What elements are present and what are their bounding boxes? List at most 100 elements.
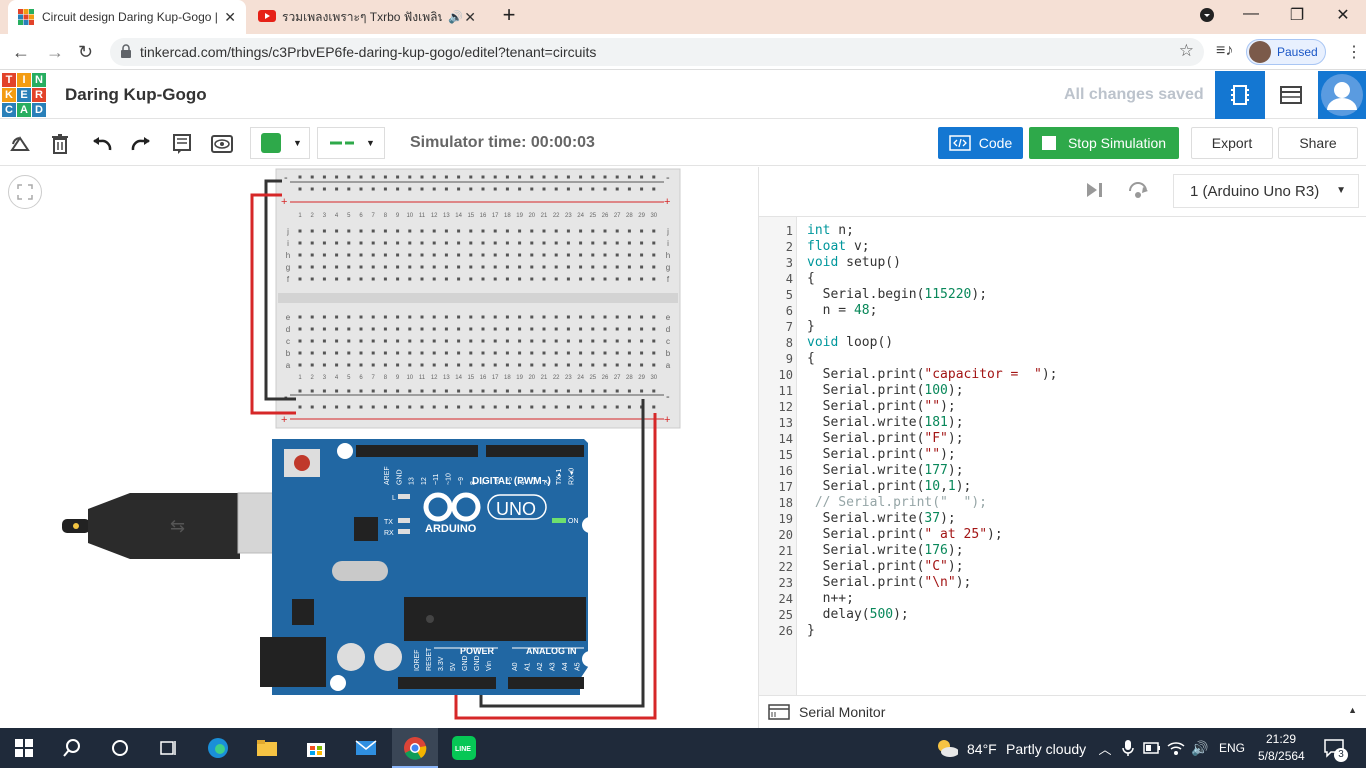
notification-center-icon[interactable] <box>1322 736 1346 760</box>
line-app-icon[interactable]: LINE <box>452 736 476 760</box>
back-arrow-icon[interactable]: ← <box>12 42 30 62</box>
chevron-up-icon[interactable]: ▲ <box>1348 705 1357 715</box>
new-tab-button[interactable]: + <box>502 2 516 27</box>
breadboard-hole <box>396 351 400 355</box>
line-number: 15 <box>778 448 793 462</box>
breadboard-hole <box>322 253 326 257</box>
breadboard-hole <box>469 327 473 331</box>
audio-playing-icon[interactable]: 🔊 <box>448 10 463 24</box>
breadboard-hole <box>347 175 351 179</box>
user-avatar[interactable] <box>1318 71 1366 119</box>
visibility-eye-icon[interactable] <box>210 132 234 156</box>
column-label: 20 <box>528 375 535 381</box>
column-label: 8 <box>384 213 388 219</box>
project-title[interactable]: Daring Kup-Gogo <box>65 85 207 104</box>
task-view-icon[interactable] <box>156 736 180 760</box>
device-selector[interactable]: 1 (Arduino Uno R3) ▼ <box>1173 174 1359 208</box>
breadboard-hole <box>298 265 302 269</box>
breadboard-hole <box>640 315 644 319</box>
serial-monitor-bar[interactable]: Serial Monitor ▲ <box>759 695 1366 728</box>
breadboard-hole <box>322 229 326 233</box>
tab-title: Circuit design Daring Kup-Gogo | <box>42 10 217 24</box>
minimize-window-button[interactable]: — <box>1243 5 1259 22</box>
windows-start-icon[interactable] <box>12 736 36 760</box>
show-hidden-icons-icon[interactable]: ︿ <box>1098 741 1112 757</box>
reload-icon[interactable]: ↻ <box>78 42 94 62</box>
breadboard-holes <box>298 175 656 409</box>
step-debug-icon[interactable] <box>1085 182 1105 201</box>
cortana-icon[interactable] <box>108 736 132 760</box>
breadboard-hole <box>518 339 522 343</box>
export-label: Export <box>1211 135 1253 151</box>
crystal <box>332 561 388 581</box>
chrome-taskbar-button[interactable] <box>392 728 438 768</box>
forward-arrow-icon[interactable]: → <box>46 42 64 62</box>
circuit-view-button[interactable] <box>1215 71 1265 119</box>
mail-icon[interactable] <box>354 736 378 760</box>
volume-icon[interactable]: 🔊 <box>1191 739 1209 756</box>
battery-icon[interactable] <box>1140 736 1164 760</box>
close-window-button[interactable]: ✕ <box>1336 7 1350 24</box>
browser-tab-strip: Circuit design Daring Kup-Gogo | ✕ รวมเพ… <box>0 0 1366 34</box>
wire-type-picker[interactable]: ▼ <box>317 127 385 159</box>
breadboard-hole <box>554 315 558 319</box>
delete-icon[interactable] <box>48 132 72 156</box>
url-bar[interactable]: tinkercad.com/things/c3PrbvEP6fe-daring-… <box>110 38 1204 66</box>
bookmark-star-icon[interactable]: ☆ <box>1178 41 1194 60</box>
breadboard-hole <box>481 389 485 393</box>
profile-paused-button[interactable]: Paused <box>1246 39 1326 65</box>
close-tab-icon[interactable]: ✕ <box>224 8 236 25</box>
breadboard-hole <box>579 265 583 269</box>
edge-browser-icon[interactable] <box>206 736 230 760</box>
breadboard-hole <box>505 405 509 409</box>
file-explorer-icon[interactable] <box>255 736 279 760</box>
logo-letter: I <box>17 73 31 87</box>
share-button[interactable]: Share <box>1278 127 1358 159</box>
column-label: 30 <box>650 213 657 219</box>
media-control-icon[interactable]: ≡♪ <box>1216 42 1234 59</box>
wifi-icon[interactable] <box>1164 736 1188 760</box>
breadboard-hole <box>359 187 363 191</box>
browser-menu-icon[interactable]: ⋮ <box>1346 44 1362 61</box>
redo-icon[interactable] <box>129 132 153 156</box>
undo-icon[interactable] <box>90 132 114 156</box>
color-picker[interactable]: ▼ <box>250 127 310 159</box>
tab-search-icon[interactable] <box>1192 7 1222 28</box>
code-button[interactable]: Code <box>938 127 1023 159</box>
breadboard-hole <box>396 339 400 343</box>
column-label: 13 <box>443 375 450 381</box>
step-over-icon[interactable] <box>1127 181 1149 202</box>
pin-label: A0 <box>512 662 519 671</box>
breadboard-hole <box>554 389 558 393</box>
line-number: 22 <box>778 560 793 574</box>
close-tab-icon[interactable]: ✕ <box>464 8 476 25</box>
schematic-view-button[interactable] <box>1266 71 1316 119</box>
breadboard-hole <box>627 339 631 343</box>
clock-date[interactable]: 5/8/2564 <box>1258 749 1305 763</box>
serial-monitor-label: Serial Monitor <box>799 704 886 720</box>
stop-simulation-button[interactable]: Stop Simulation <box>1029 127 1179 159</box>
row-label: j <box>286 227 289 236</box>
breadboard-hole <box>298 253 302 257</box>
maximize-window-button[interactable]: ❐ <box>1289 7 1305 24</box>
tab-tinkercad[interactable]: Circuit design Daring Kup-Gogo | ✕ <box>8 0 246 34</box>
search-icon[interactable] <box>60 736 84 760</box>
export-button[interactable]: Export <box>1191 127 1273 159</box>
tinkercad-logo[interactable]: T I N K E R C A D <box>2 73 46 117</box>
breadboard-hole <box>505 253 509 257</box>
clock-time[interactable]: 21:29 <box>1266 732 1297 746</box>
fit-view-icon[interactable] <box>8 175 42 209</box>
breadboard-hole <box>444 405 448 409</box>
rotate-icon[interactable] <box>8 132 32 156</box>
breadboard-hole <box>591 363 595 367</box>
pin-label: A5 <box>575 662 582 671</box>
row-label: h <box>666 251 670 260</box>
tab-youtube[interactable]: รวมเพลงเพราะๆ Txrbo ฟังเพลินๆ 🔊 ✕ <box>248 0 486 34</box>
microphone-icon[interactable] <box>1116 736 1140 760</box>
language-indicator[interactable]: ENG <box>1219 741 1246 755</box>
notes-icon[interactable] <box>170 132 194 156</box>
store-icon[interactable] <box>304 736 328 760</box>
breadboard-hole <box>371 253 375 257</box>
